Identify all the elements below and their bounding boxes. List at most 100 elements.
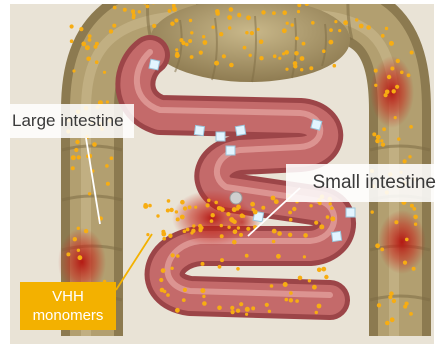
vhh-monomer-dot [175,48,178,51]
vhh-monomer-dot [75,140,79,144]
vhh-monomer-dot [215,11,220,16]
vhh-monomer-dot [381,34,385,38]
vhh-monomer-dot [74,148,78,152]
vhh-monomer-dot [380,139,383,142]
vhh-monomer-dot [385,321,390,326]
vhh-monomer-dot [375,243,380,248]
vhh-monomer-dot [322,49,326,53]
vhh-monomer-dot [230,306,234,310]
vhh-monomer-dot [206,203,210,207]
vhh-monomer-dot [148,204,152,208]
vhh-monomer-dot [220,234,224,238]
vhh-monomer-dot [210,219,214,223]
vhh-monomer-dot [183,230,187,234]
vhh-monomer-dot [84,229,88,233]
vhh-monomer-dot [169,208,173,212]
vhh-monomer-dot [211,26,214,29]
vhh-monomer-dot [176,254,180,258]
vhh-monomer-dot [397,137,400,140]
vhh-monomer-dot [160,288,165,293]
vhh-monomer-dot [289,298,293,302]
vhh-monomer-dot [294,51,299,56]
vhh-monomer-dot [201,262,205,266]
vhh-monomer-dot [396,59,400,63]
vhh-monomer-dot [152,24,156,28]
vhh-monomer-dot [376,135,381,140]
vhh-monomer-dot [300,68,303,71]
vhh-monomer-dot [359,24,364,29]
vhh-monomer-dot [70,24,74,28]
vhh-monomer-dot [309,66,313,70]
vhh-monomer-dot [381,143,385,147]
vhh-monomer-dot [273,54,277,58]
vhh-monomer-dot [168,234,172,238]
vhh-monomer-dot [77,155,81,159]
vhh-monomer-dot [252,208,255,211]
vhh-monomer-dot [192,224,195,227]
vhh-monomer-dot [278,57,281,60]
vhh-monomer-dot [329,28,333,32]
vhh-monomer-dot [112,24,116,28]
sphere [230,192,242,204]
vhh-monomer-dot [146,5,150,9]
vhh-monomer-dot [389,41,394,46]
vhh-monomer-dot [259,56,263,60]
vhh-monomer-dot [309,204,312,207]
vhh-monomer-dot [394,220,398,224]
vhh-monomer-dot [334,20,337,23]
vhh-monomer-dot [410,51,414,55]
vhh-monomer-dot [233,230,238,235]
vhh-monomer-dot [282,28,287,33]
vhh-monomer-dot [172,7,177,12]
vhh-monomer-dot [274,199,279,204]
vhh-monomer-dot [314,221,318,225]
vhh-monomer-dot [409,312,413,316]
vhh-monomer-dot [394,116,397,119]
vhh-monomer-dot [380,248,384,252]
vhh-monomer-dot [283,282,288,287]
vhh-monomer-dot [218,265,222,269]
vhh-monomer-dot [409,125,413,129]
vhh-monomer-dot [270,284,274,288]
vhh-monomer-dot [249,54,252,57]
vhh-monomer-dot [392,89,396,93]
vhh-monomer-dot [207,199,211,203]
vhh-monomer-dot [168,9,172,13]
vhh-monomer-dot [88,34,92,38]
vhh-monomer-dot [167,199,171,203]
vhh-monomer-dot [285,68,288,71]
vhh-monomer-dot [94,45,98,49]
vhh-monomer-dot [79,27,83,31]
vhh-monomer-dot [66,252,70,256]
vhh-monomer-dot [217,306,222,311]
vhh-monomers-label: VHH monomers [20,282,116,330]
vhh-monomer-dot [326,215,330,219]
vhh-monomer-dot [289,291,293,295]
vhh-monomer-dot [324,275,328,279]
vhh-monomer-dot [110,156,114,160]
vhh-monomer-dot [387,75,391,79]
vhh-monomer-dot [88,38,92,42]
vhh-monomer-dot [265,303,269,307]
vhh-monomer-dot [403,305,407,309]
vhh-monomer-dot [355,18,358,21]
vhh-monomer-dot [400,71,404,75]
vhh-monomer-dot [330,207,333,210]
vhh-monomer-dot [303,233,308,238]
vhh-monomer-dot [317,268,322,273]
vhh-monomer-dot [92,142,97,147]
vhh-monomer-dot [285,298,289,302]
small-intestine-label: Small intestine [286,164,442,202]
vhh-monomer-dot [271,196,276,201]
vhh-monomer-dot [78,255,83,260]
vhh-monomer-dot [237,13,241,17]
vhh-monomer-dot [390,67,394,71]
vhh-monomer-dot [295,299,299,303]
vhh-monomer-dot [228,26,231,29]
vhh-monomer-dot [333,64,337,68]
vhh-monomer-dot [214,61,219,66]
vhh-monomer-dot [276,254,281,259]
vhh-monomer-dot [382,127,386,131]
vhh-monomer-dot [199,227,203,231]
